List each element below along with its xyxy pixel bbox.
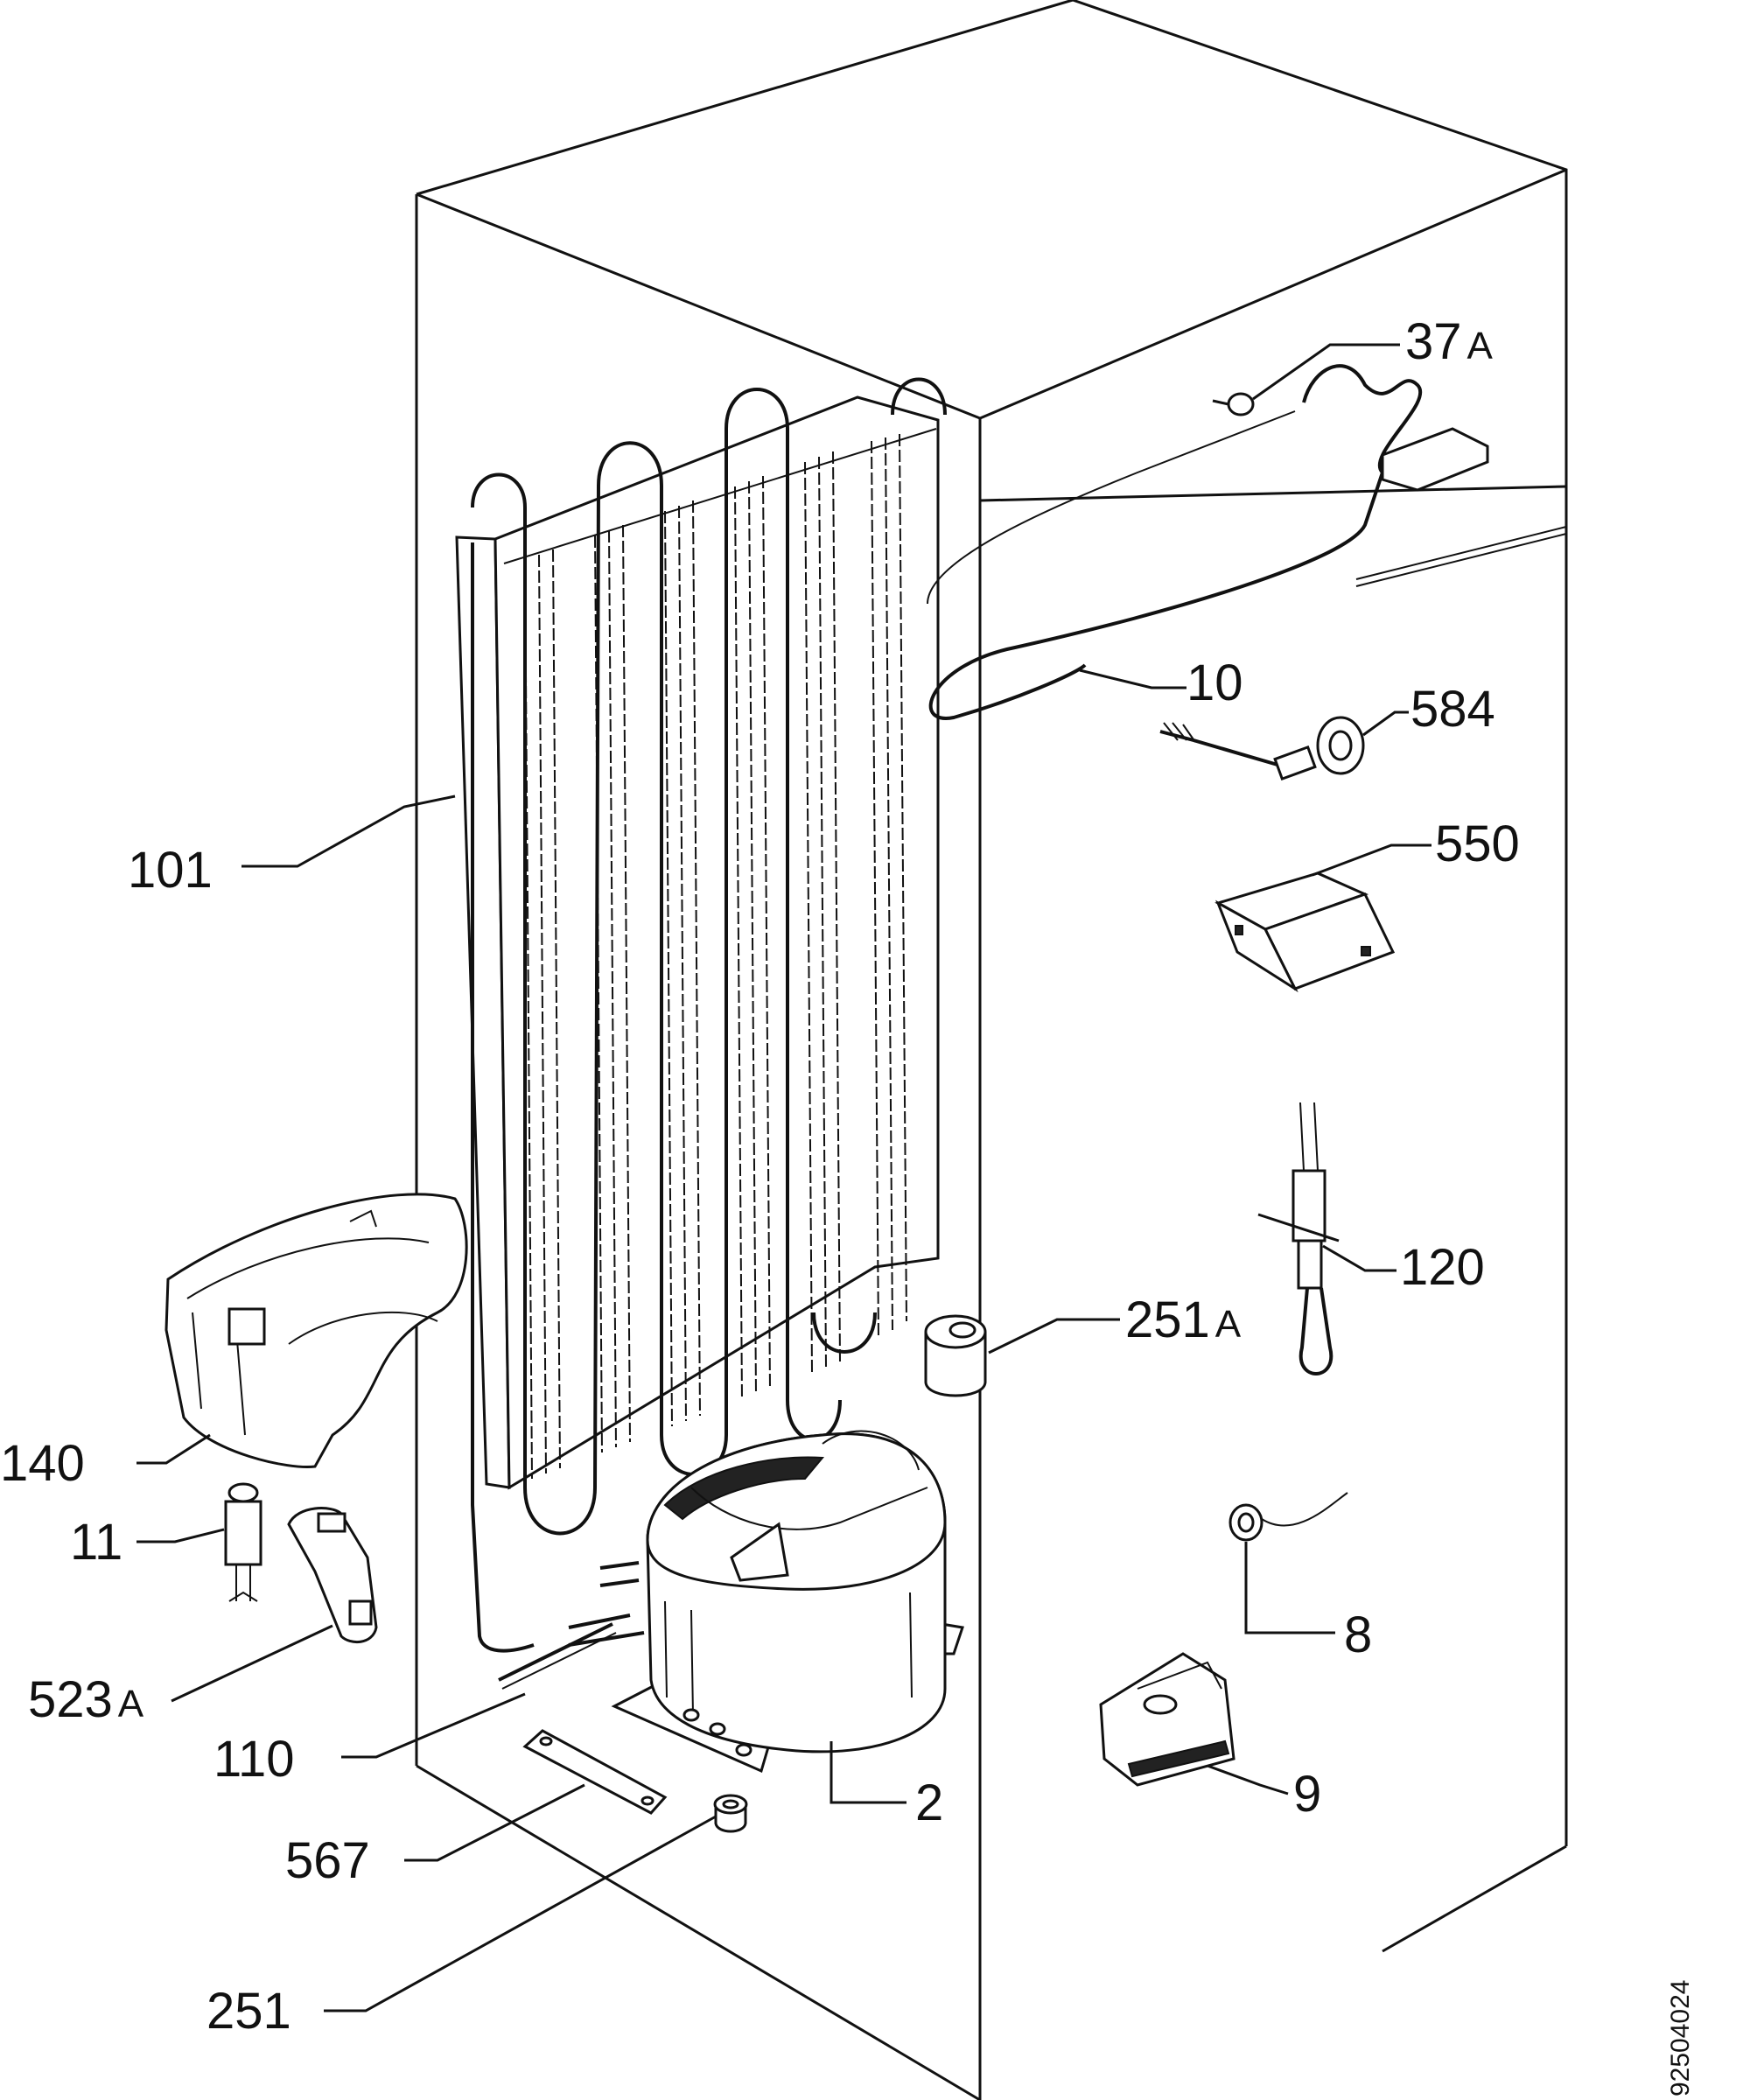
callout-101: 101 bbox=[128, 842, 213, 899]
bracket-550 bbox=[1214, 872, 1396, 993]
cabinet-outline bbox=[415, 0, 1568, 2100]
rubber-foot-251 bbox=[713, 1794, 748, 1833]
grommet-8 bbox=[1228, 1492, 1348, 1542]
leader-lines bbox=[136, 343, 1432, 2012]
thermal-cutout-120 bbox=[1257, 1102, 1340, 1376]
leader-11 bbox=[136, 1528, 225, 1544]
leader-567 bbox=[404, 1783, 585, 1862]
callout-110: 110 bbox=[214, 1731, 294, 1788]
callout-8: 8 bbox=[1344, 1606, 1372, 1663]
leader-110 bbox=[341, 1692, 526, 1759]
callout-2: 2 bbox=[915, 1774, 943, 1831]
leader-251 bbox=[324, 1815, 717, 2012]
leader-9 bbox=[1207, 1764, 1289, 1796]
callout-10: 10 bbox=[1186, 654, 1243, 711]
document-number: 92504024 bbox=[1666, 1980, 1695, 2096]
leader-120 bbox=[1322, 1244, 1396, 1272]
condenser-fins bbox=[524, 433, 907, 1480]
leader-101 bbox=[242, 794, 456, 868]
drain-tube-10 bbox=[927, 364, 1489, 720]
callout-140: 140 bbox=[0, 1435, 85, 1492]
terminal-bracket-523a bbox=[287, 1507, 378, 1644]
leader-251a bbox=[988, 1318, 1120, 1354]
leader-8 bbox=[1244, 1542, 1335, 1634]
leader-37a bbox=[1252, 343, 1400, 401]
callout-11: 11 bbox=[70, 1514, 122, 1571]
leader-10 bbox=[1079, 668, 1186, 690]
callout-584: 584 bbox=[1410, 681, 1495, 738]
callout-550: 550 bbox=[1435, 816, 1520, 872]
plug-37a bbox=[1212, 392, 1255, 416]
leader-550 bbox=[1312, 844, 1432, 877]
leader-523a bbox=[171, 1624, 333, 1703]
mounting-strip-567 bbox=[522, 1729, 668, 1815]
relay-11 bbox=[224, 1482, 262, 1602]
callout-567: 567 bbox=[285, 1832, 370, 1889]
leader-584 bbox=[1362, 710, 1409, 737]
spacer-251a bbox=[924, 1314, 987, 1397]
callout-120: 120 bbox=[1400, 1239, 1485, 1296]
compressor-2 bbox=[568, 1430, 964, 1774]
leader-2 bbox=[830, 1741, 906, 1804]
relay-clip-9 bbox=[1099, 1652, 1236, 1787]
drip-tray-140 bbox=[164, 1193, 468, 1468]
filter-drier-110 bbox=[498, 1622, 617, 1690]
leader-140 bbox=[136, 1433, 211, 1465]
callout-251: 251 bbox=[206, 1983, 291, 2040]
drain-plug bbox=[1381, 427, 1489, 492]
cable-grommet-584 bbox=[1159, 716, 1365, 781]
callout-9: 9 bbox=[1293, 1766, 1321, 1823]
